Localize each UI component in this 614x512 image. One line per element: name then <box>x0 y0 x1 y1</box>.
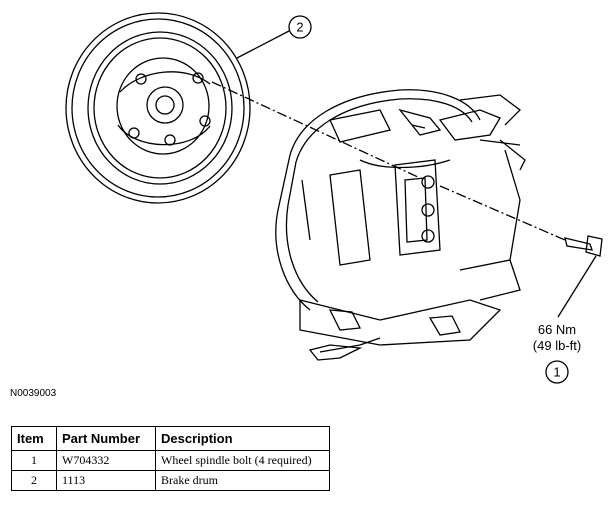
table-row: 2 1113 Brake drum <box>11 470 330 491</box>
torque-lbft: (49 lb-ft) <box>532 338 582 353</box>
callout-2: 2 <box>288 15 312 39</box>
torque-spec: 66 Nm (49 lb-ft) <box>517 322 597 354</box>
cell-item: 1 <box>11 450 57 471</box>
torque-nm: 66 Nm <box>537 322 577 337</box>
spindle-assembly-illustration <box>275 89 526 361</box>
callout-1: 1 <box>545 360 569 384</box>
brake-drum-illustration <box>65 12 251 204</box>
table-header-row: Item Part Number Description <box>11 426 330 451</box>
parts-table: Item Part Number Description 1 W704332 W… <box>11 426 330 491</box>
callout-1-label: 1 <box>553 365 560 380</box>
cell-description: Brake drum <box>155 470 330 491</box>
cell-part-number: W704332 <box>56 450 156 471</box>
column-header-item: Item <box>11 426 57 451</box>
callout-2-label: 2 <box>296 20 303 35</box>
cell-description: Wheel spindle bolt (4 required) <box>155 450 330 471</box>
exploded-view-illustration: 2 1 <box>65 12 603 384</box>
column-header-description: Description <box>155 426 330 451</box>
figure-id: N0039003 <box>10 388 57 399</box>
cell-part-number: 1113 <box>56 470 156 491</box>
cell-item: 2 <box>11 470 57 491</box>
table-row: 1 W704332 Wheel spindle bolt (4 required… <box>11 450 330 471</box>
column-header-part-number: Part Number <box>56 426 156 451</box>
spindle-bolt-illustration <box>564 235 603 257</box>
